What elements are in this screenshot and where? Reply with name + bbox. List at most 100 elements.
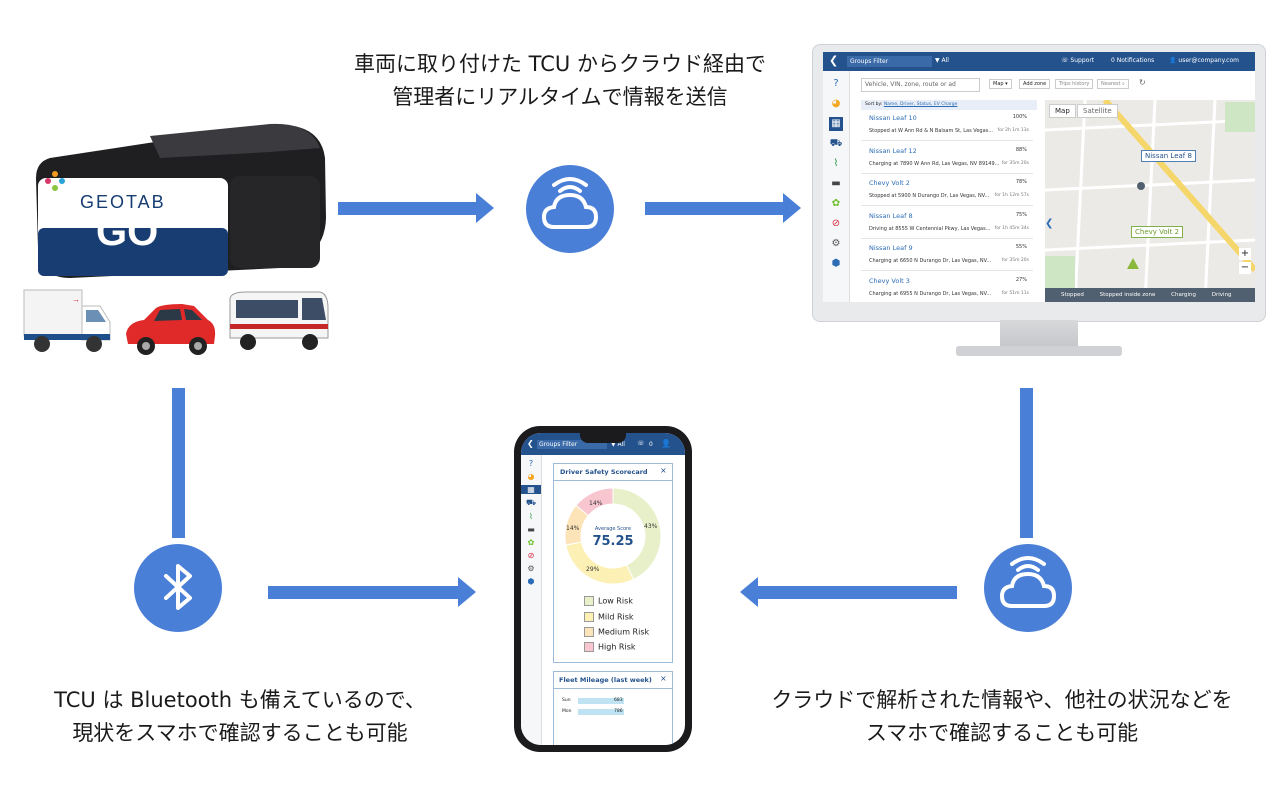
device-brand: GEOTAB — [80, 192, 166, 212]
phone-all-dropdown[interactable]: ▼ All — [611, 441, 625, 448]
settings-icon[interactable]: ⚙ — [831, 238, 841, 249]
phone-help-icon[interactable]: ? — [528, 459, 534, 468]
brand-logo-icon — [44, 170, 66, 192]
add-zone-button[interactable]: Add zone — [1019, 79, 1051, 89]
pct-label-mild: 29% — [586, 566, 600, 573]
nearest-button[interactable]: Nearest ⌕ — [1097, 79, 1129, 89]
vehicle-name[interactable]: Nissan Leaf 8 — [869, 211, 913, 220]
mileage-val-sun: 683 — [614, 698, 623, 703]
collapse-panel-icon[interactable]: ❮ — [1045, 218, 1054, 229]
activity-icon[interactable]: ⌇ — [833, 158, 839, 169]
location-icon[interactable]: ⬢ — [831, 258, 841, 269]
phone-engine-icon[interactable]: ▬ — [527, 525, 535, 534]
vehicle-status-label: Charging — [869, 290, 892, 297]
phone-rules-icon[interactable]: ✿ — [527, 538, 535, 547]
phone-back-icon[interactable]: ❮ — [527, 439, 534, 448]
legend-low-risk: Low Risk — [584, 596, 633, 606]
vehicle-status: Stopped at 5900 N Durango Dr, Las Vegas,… — [869, 193, 990, 199]
scorecard-close-icon[interactable]: × — [660, 466, 667, 475]
status-icons: ⏻ ıl ➤ — [56, 208, 88, 221]
groups-filter-input[interactable]: Groups Filter — [847, 56, 932, 67]
map-dropdown[interactable]: Map ▾ — [989, 79, 1012, 89]
dashboard-icon[interactable]: ◕ — [831, 98, 841, 109]
phone-vehicles-icon[interactable]: ⛟ — [525, 498, 537, 507]
back-icon[interactable]: ❮ — [829, 54, 839, 67]
rules-icon[interactable]: ✿ — [831, 198, 841, 209]
scorecard-card: Driver Safety Scorecard × Average Score … — [553, 463, 673, 663]
map-tab[interactable]: Map — [1049, 104, 1076, 118]
refresh-icon[interactable]: ↻ — [1139, 78, 1146, 87]
phone-location-icon[interactable]: ⬢ — [527, 577, 535, 586]
phone-groups-filter[interactable]: Groups Filter — [537, 440, 607, 449]
mileage-row-sun: Sun 683 — [562, 698, 632, 704]
phone-notification-count[interactable]: 0 — [649, 441, 653, 448]
vehicle-name[interactable]: Nissan Leaf 9 — [869, 244, 913, 252]
svg-text:→: → — [72, 295, 80, 304]
support-link[interactable]: ☏ Support — [1061, 57, 1095, 64]
vehicle-marker-1[interactable] — [1137, 182, 1145, 190]
mileage-close-icon[interactable]: × — [660, 674, 667, 683]
caption-left-line1: TCU は Bluetooth も備えているので、 — [54, 688, 426, 712]
legend-high-swatch — [584, 642, 594, 652]
map-label-chevy-volt-2[interactable]: Chevy Volt 2 — [1131, 226, 1184, 238]
vehicle-address: 6650 N Durango Dr, Las Vegas, NV... — [899, 258, 992, 264]
vehicle-address: 8555 W Centennial Pkwy, Las Vegas... — [895, 225, 991, 232]
mileage-val-mon: 786 — [614, 709, 623, 714]
legend-high-risk: High Risk — [584, 642, 636, 652]
vehicle-address: 5900 N Durango Dr, Las Vegas, NV... — [898, 193, 990, 199]
mileage-bar-sun — [578, 698, 624, 704]
vehicle-duration: for 2h 1m 13s — [997, 128, 1029, 133]
phone-exceptions-icon[interactable]: ⊘ — [527, 551, 535, 560]
trips-history-button[interactable]: Trips history — [1055, 79, 1094, 89]
pct-label-high: 14% — [589, 500, 603, 507]
user-menu[interactable]: 👤 user@company.com — [1169, 57, 1239, 64]
phone-map-icon[interactable]: ▦ — [521, 485, 541, 494]
pct-label-low: 43% — [644, 523, 658, 530]
vehicle-name[interactable]: Chevy Volt 3 — [869, 276, 910, 285]
legend-mild-label: Mild Risk — [598, 612, 634, 622]
phone-user-icon[interactable]: 👤 — [661, 439, 671, 448]
avg-score-value: 75.25 — [592, 534, 634, 549]
caption-top: 車両に取り付けた TCU からクラウド経由で 管理者にリアルタイムで情報を送信 — [300, 48, 820, 114]
help-icon[interactable]: ? — [833, 78, 839, 89]
sort-bar: Sort by: Name, Driver, Status, EV Charge — [861, 100, 1037, 110]
caption-top-line1: 車両に取り付けた TCU からクラウド経由で — [354, 52, 766, 76]
vehicles-icon[interactable]: ⛟ — [829, 138, 843, 149]
vehicle-status-label: Driving — [869, 225, 887, 232]
legend-low-label: Low Risk — [598, 596, 633, 606]
map-icon[interactable]: ▦ — [829, 117, 843, 131]
avg-score-label: Average Score — [594, 526, 632, 532]
score-donut-chart — [564, 487, 662, 585]
vehicle-duration: for 35m 20s — [1001, 160, 1029, 166]
phone-dashboard-icon[interactable]: ◕ — [527, 472, 535, 481]
notifications-link[interactable]: 0 Notifications — [1111, 57, 1155, 64]
caption-right-line1: クラウドで解析された情報や、他社の状況などを — [771, 688, 1233, 712]
battery-level: 100% — [1012, 114, 1027, 120]
zoom-out-button[interactable]: − — [1239, 262, 1251, 274]
phone-activity-icon[interactable]: ⌇ — [529, 512, 533, 521]
cloud-icon-top — [526, 165, 614, 253]
map-label-nissan-leaf-8[interactable]: Nissan Leaf 8 — [1141, 150, 1196, 162]
search-input[interactable]: Vehicle, VIN, zone, route or ad — [861, 78, 980, 92]
engine-icon[interactable]: ▬ — [831, 178, 841, 189]
vehicle-name[interactable]: Nissan Leaf 12 — [869, 146, 917, 155]
phone-settings-icon[interactable]: ⚙ — [527, 564, 535, 573]
vehicle-status: Charging at 6650 N Durango Dr, Las Vegas… — [869, 258, 992, 264]
phone-support-icon[interactable]: ☏ — [637, 440, 645, 447]
legend-mild-risk: Mild Risk — [584, 612, 634, 622]
satellite-tab[interactable]: Satellite — [1077, 104, 1118, 118]
vehicle-marker-2[interactable] — [1127, 258, 1139, 269]
vehicle-name[interactable]: Nissan Leaf 10 — [869, 114, 917, 122]
vehicle-name[interactable]: Chevy Volt 2 — [869, 179, 910, 187]
exceptions-icon[interactable]: ⊘ — [831, 218, 841, 229]
donut-slice-high — [575, 487, 614, 517]
sort-options[interactable]: Name, Driver, Status, EV Charge — [883, 102, 958, 107]
all-dropdown[interactable]: ▼ All — [935, 57, 949, 64]
zoom-in-button[interactable]: + — [1239, 248, 1251, 260]
